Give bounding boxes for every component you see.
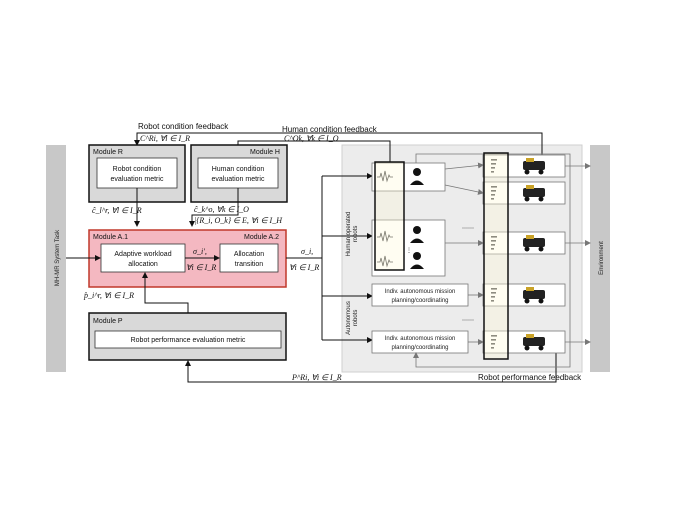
physiological-signal-icon bbox=[377, 170, 393, 183]
environment-label: Environment bbox=[599, 241, 605, 275]
physiological-signal-icon bbox=[377, 230, 393, 243]
robot-cell-1 bbox=[482, 154, 566, 178]
autonomous-label-2: robots bbox=[353, 310, 359, 327]
module-a1-title: Module A.1 bbox=[93, 234, 128, 241]
system-task-label: MH-MR System Task bbox=[55, 229, 61, 286]
sigma-prime-label: σ_i', bbox=[193, 247, 207, 256]
planner-2-line1: Indiv. autonomous mission bbox=[385, 336, 456, 342]
sigma-prime-set-label: ∀i ∈ I_R bbox=[186, 263, 216, 272]
robot-icon bbox=[523, 158, 545, 175]
person-icon bbox=[413, 226, 421, 234]
module-r-line1: Robot condition bbox=[113, 166, 162, 173]
human-operator-cell-2: ⋮ bbox=[371, 219, 446, 277]
module-a2-line2: transition bbox=[235, 261, 264, 268]
p-hat-label: p̂_i^r, ∀i ∈ I_R bbox=[83, 291, 134, 300]
environment-bar: Environment bbox=[590, 145, 610, 372]
robot-condition-feedback-label: Robot condition feedback bbox=[138, 122, 229, 131]
module-a2-title: Module A.2 bbox=[244, 234, 279, 241]
edges-label: |{R_i, O_k} ∈ E, ∀i ∈ I_H bbox=[194, 216, 283, 225]
module-h: Module H Human condition evaluation metr… bbox=[190, 144, 288, 203]
svg-text:⋯⋯: ⋯⋯ bbox=[462, 226, 474, 232]
planner-1-line2: planning/coordinating bbox=[391, 298, 448, 304]
module-r-line2: evaluation metric bbox=[111, 176, 164, 183]
robot-icon bbox=[523, 185, 545, 202]
robot-icon bbox=[523, 235, 545, 252]
planner-1-line1: Indiv. autonomous mission bbox=[385, 289, 456, 295]
module-a2-line1: Allocation bbox=[234, 251, 264, 258]
robot-performance-feedback-label: Robot performance feedback bbox=[478, 373, 582, 382]
robot-icon bbox=[523, 287, 545, 304]
human-operated-label-2: robots bbox=[353, 226, 359, 243]
robot-condition-feedback-loop bbox=[134, 132, 543, 158]
module-p-inner: Robot performance evaluation metric bbox=[131, 337, 246, 344]
module-h-title: Module H bbox=[250, 149, 280, 156]
c-r-top-label: C^Ri, ∀l ∈ I_R bbox=[140, 134, 190, 143]
module-h-line2: evaluation metric bbox=[212, 176, 265, 183]
module-p-title: Module P bbox=[93, 318, 123, 325]
autonomous-planner-1: Indiv. autonomous mission planning/coord… bbox=[371, 283, 469, 307]
planner-2-line2: planning/coordinating bbox=[391, 345, 448, 351]
sigma-set-label: ∀i ∈ I_R bbox=[289, 263, 319, 272]
robot-cell-4 bbox=[482, 283, 566, 307]
robot-cell-2 bbox=[482, 181, 566, 205]
module-r-title: Module R bbox=[93, 149, 123, 156]
c-r-hat-label: ĉ_l^r, ∀l ∈ I_R bbox=[92, 206, 142, 215]
human-operator-cell-1 bbox=[371, 162, 446, 192]
autonomous-label-1: Autonomous bbox=[346, 301, 352, 335]
robot-performance-highlight bbox=[483, 152, 509, 360]
module-p: Module P Robot performance evaluation me… bbox=[88, 312, 287, 361]
physiological-signal-icon bbox=[377, 255, 393, 268]
module-h-line1: Human condition bbox=[212, 166, 265, 173]
c-o-top-label: C^Ok, ∀k ∈ I_O bbox=[284, 134, 339, 143]
system-task-bar: MH-MR System Task bbox=[46, 145, 66, 372]
svg-text:⋯⋯: ⋯⋯ bbox=[462, 318, 474, 324]
human-signal-highlight bbox=[374, 161, 405, 271]
module-a1-line2: allocation bbox=[128, 261, 158, 268]
person-icon bbox=[413, 168, 421, 176]
robot-icon bbox=[523, 334, 545, 351]
svg-text:⋮: ⋮ bbox=[406, 248, 412, 254]
robot-cell-5 bbox=[482, 330, 566, 354]
human-operated-label-1: Human operated bbox=[346, 212, 352, 257]
autonomous-planner-2: Indiv. autonomous mission planning/coord… bbox=[371, 330, 469, 354]
sigma-label: σ_i, bbox=[301, 247, 313, 256]
person-icon bbox=[413, 252, 421, 260]
human-condition-feedback-label: Human condition feedback bbox=[282, 125, 378, 134]
c-o-hat-label: ĉ_k^o, ∀k ∈ I_O bbox=[194, 205, 249, 214]
p-r-label: P^Ri, ∀i ∈ I_R bbox=[291, 373, 342, 382]
module-a1-line1: Adaptive workload bbox=[114, 251, 171, 258]
